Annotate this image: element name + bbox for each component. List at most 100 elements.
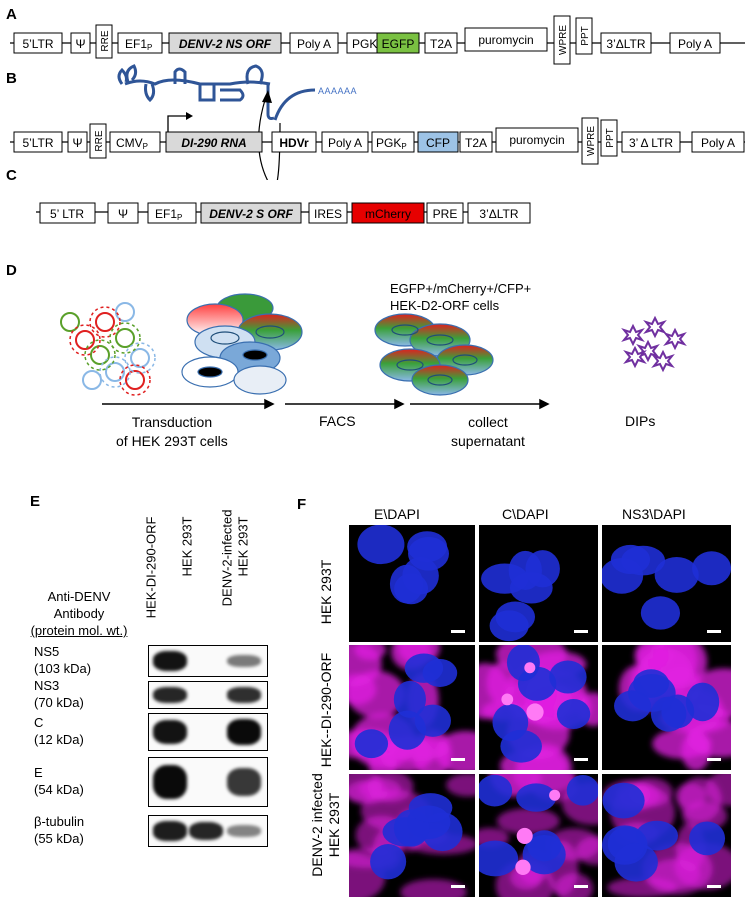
ltr5-box: 5’LTR (13, 32, 63, 54)
protein-name: β-tubulin (34, 814, 85, 829)
scale-bar (451, 758, 465, 761)
svg-text:puromycin: puromycin (478, 33, 533, 47)
svg-text:Ψ: Ψ (118, 207, 128, 221)
hdvr-cleavage-arc (258, 99, 281, 180)
blot-band (153, 686, 187, 704)
blot-band (227, 719, 261, 745)
blot-strip (148, 713, 268, 751)
blot-band (153, 650, 187, 672)
column-hek293t: HEK 293T (179, 516, 195, 577)
blot-row-label: NS5 (103 kDa) (34, 643, 91, 677)
scale-bar (574, 885, 588, 888)
transduced-cells (181, 293, 303, 395)
rre-box: RRE (95, 24, 113, 59)
svg-text:PPT: PPT (580, 26, 591, 45)
lentivirus-particles (60, 302, 156, 396)
ires-box: IRES (308, 202, 348, 224)
ef1-promoter-box: EF1P (117, 32, 163, 54)
panel-label-c: C (6, 167, 17, 184)
dips-step-label: DIPs (625, 413, 656, 429)
ltr3-box: 3’ Δ LTR (621, 131, 681, 153)
wpre-box: WPRE (581, 117, 599, 165)
psi-box: Ψ (67, 131, 88, 153)
svg-text:3’ΔLTR: 3’ΔLTR (606, 37, 645, 51)
polya-tail-label: AAAAAA (318, 86, 357, 96)
micrograph (479, 774, 598, 897)
blot-band (227, 824, 261, 838)
svg-text:HDVr: HDVr (279, 136, 309, 150)
ltr5-box: 5’LTR (13, 131, 63, 153)
transduction-step-label: Transduction of HEK 293T cells (116, 414, 228, 449)
blot-row-label: E(54 kDa) (34, 764, 84, 798)
ppt-box: PPT (575, 17, 593, 55)
western-column-labels: HEK-DI-290-ORF HEK 293T DENV-2-infected … (133, 510, 251, 642)
blot-row-label: C(12 kDa) (34, 714, 84, 748)
denv2-s-orf-box: DENV-2 S ORF (200, 202, 302, 224)
micrograph (479, 525, 598, 642)
construct-a-diagram: 5’LTR Ψ RRE EF1P DENV-2 NS ORF Poly A PG… (10, 15, 745, 65)
svg-text:5’LTR: 5’LTR (22, 136, 53, 150)
protein-name: C (34, 715, 44, 730)
blot-strip (148, 757, 268, 807)
dip-particles (621, 315, 687, 373)
workflow-arrows (102, 398, 550, 410)
svg-text:CFP: CFP (426, 136, 450, 150)
svg-text:WPRE: WPRE (558, 25, 569, 55)
svg-text:5’ LTR: 5’ LTR (50, 207, 84, 221)
panel-label-d: D (6, 262, 17, 279)
di290-rna-structure (117, 64, 316, 121)
pre-box: PRE (426, 202, 464, 224)
micrograph (602, 774, 731, 897)
svg-text:CMVP: CMVP (116, 136, 148, 151)
panel-label-b: B (6, 70, 17, 87)
construct-b-diagram: AAAAAA 5’LTR Ψ RRE CMVP DI-290 RNA HDVr … (10, 64, 745, 180)
polya2-box: Poly A (691, 131, 745, 153)
svg-text:puromycin: puromycin (509, 133, 564, 147)
protein-name: NS5 (34, 644, 60, 659)
t2a-box: T2A (424, 32, 458, 54)
polya2-box: Poly A (669, 32, 721, 54)
protein-name: E (34, 765, 43, 780)
panel-label-a: A (6, 6, 17, 23)
micrograph (479, 645, 598, 770)
svg-text:PGKP: PGKP (376, 136, 407, 151)
blot-row-label: β-tubulin(55 kDa) (34, 813, 84, 847)
antibody-header: Anti-DENV Antibody (protein mol. wt.) (30, 589, 128, 638)
hdvr-box: HDVr (271, 131, 317, 153)
di290-rna-box: DI-290 RNA (165, 131, 263, 153)
micrograph (602, 645, 731, 770)
puromycin-box: puromycin (464, 27, 548, 52)
polya-box: Poly A (289, 32, 339, 54)
svg-text:DENV-2 S ORF: DENV-2 S ORF (209, 207, 293, 221)
svg-text:IRES: IRES (314, 207, 342, 221)
blot-band (153, 821, 187, 841)
svg-text:Poly A: Poly A (701, 136, 735, 150)
panel-label-f: F (297, 496, 307, 513)
blot-strip (148, 681, 268, 709)
facs-step-label: FACS (319, 413, 356, 429)
construct-c-diagram: 5’ LTR Ψ EF1P DENV-2 S ORF IRES mCherry … (36, 202, 531, 224)
t2a-box: T2A (459, 131, 493, 153)
blot-row-label: NS3(70 kDa) (34, 677, 84, 711)
blot-band (227, 767, 261, 797)
mcherry-box: mCherry (351, 202, 425, 224)
column-hek293t-2: HEK 293T (235, 516, 251, 577)
ppt-box: PPT (600, 119, 618, 157)
micrograph (349, 525, 475, 642)
svg-text:PPT: PPT (605, 128, 616, 147)
svg-text:Ψ: Ψ (75, 37, 85, 51)
blot-band (227, 687, 261, 703)
ef1-promoter-box: EF1P (147, 202, 197, 224)
blot-band (189, 821, 223, 841)
scale-bar (451, 630, 465, 633)
ltr3-box: 3’ΔLTR (467, 202, 531, 224)
ltr3-box: 3’ΔLTR (600, 32, 652, 54)
scale-bar (707, 630, 721, 633)
psi-box: Ψ (107, 202, 139, 224)
protein-mol-wt: (103 kDa) (34, 661, 92, 676)
micrograph (349, 774, 475, 897)
svg-text:DENV-2 NS ORF: DENV-2 NS ORF (179, 37, 272, 51)
protein-name: NS3 (34, 678, 60, 693)
svg-text:mCherry: mCherry (365, 207, 411, 221)
polya-box: Poly A (321, 131, 369, 153)
